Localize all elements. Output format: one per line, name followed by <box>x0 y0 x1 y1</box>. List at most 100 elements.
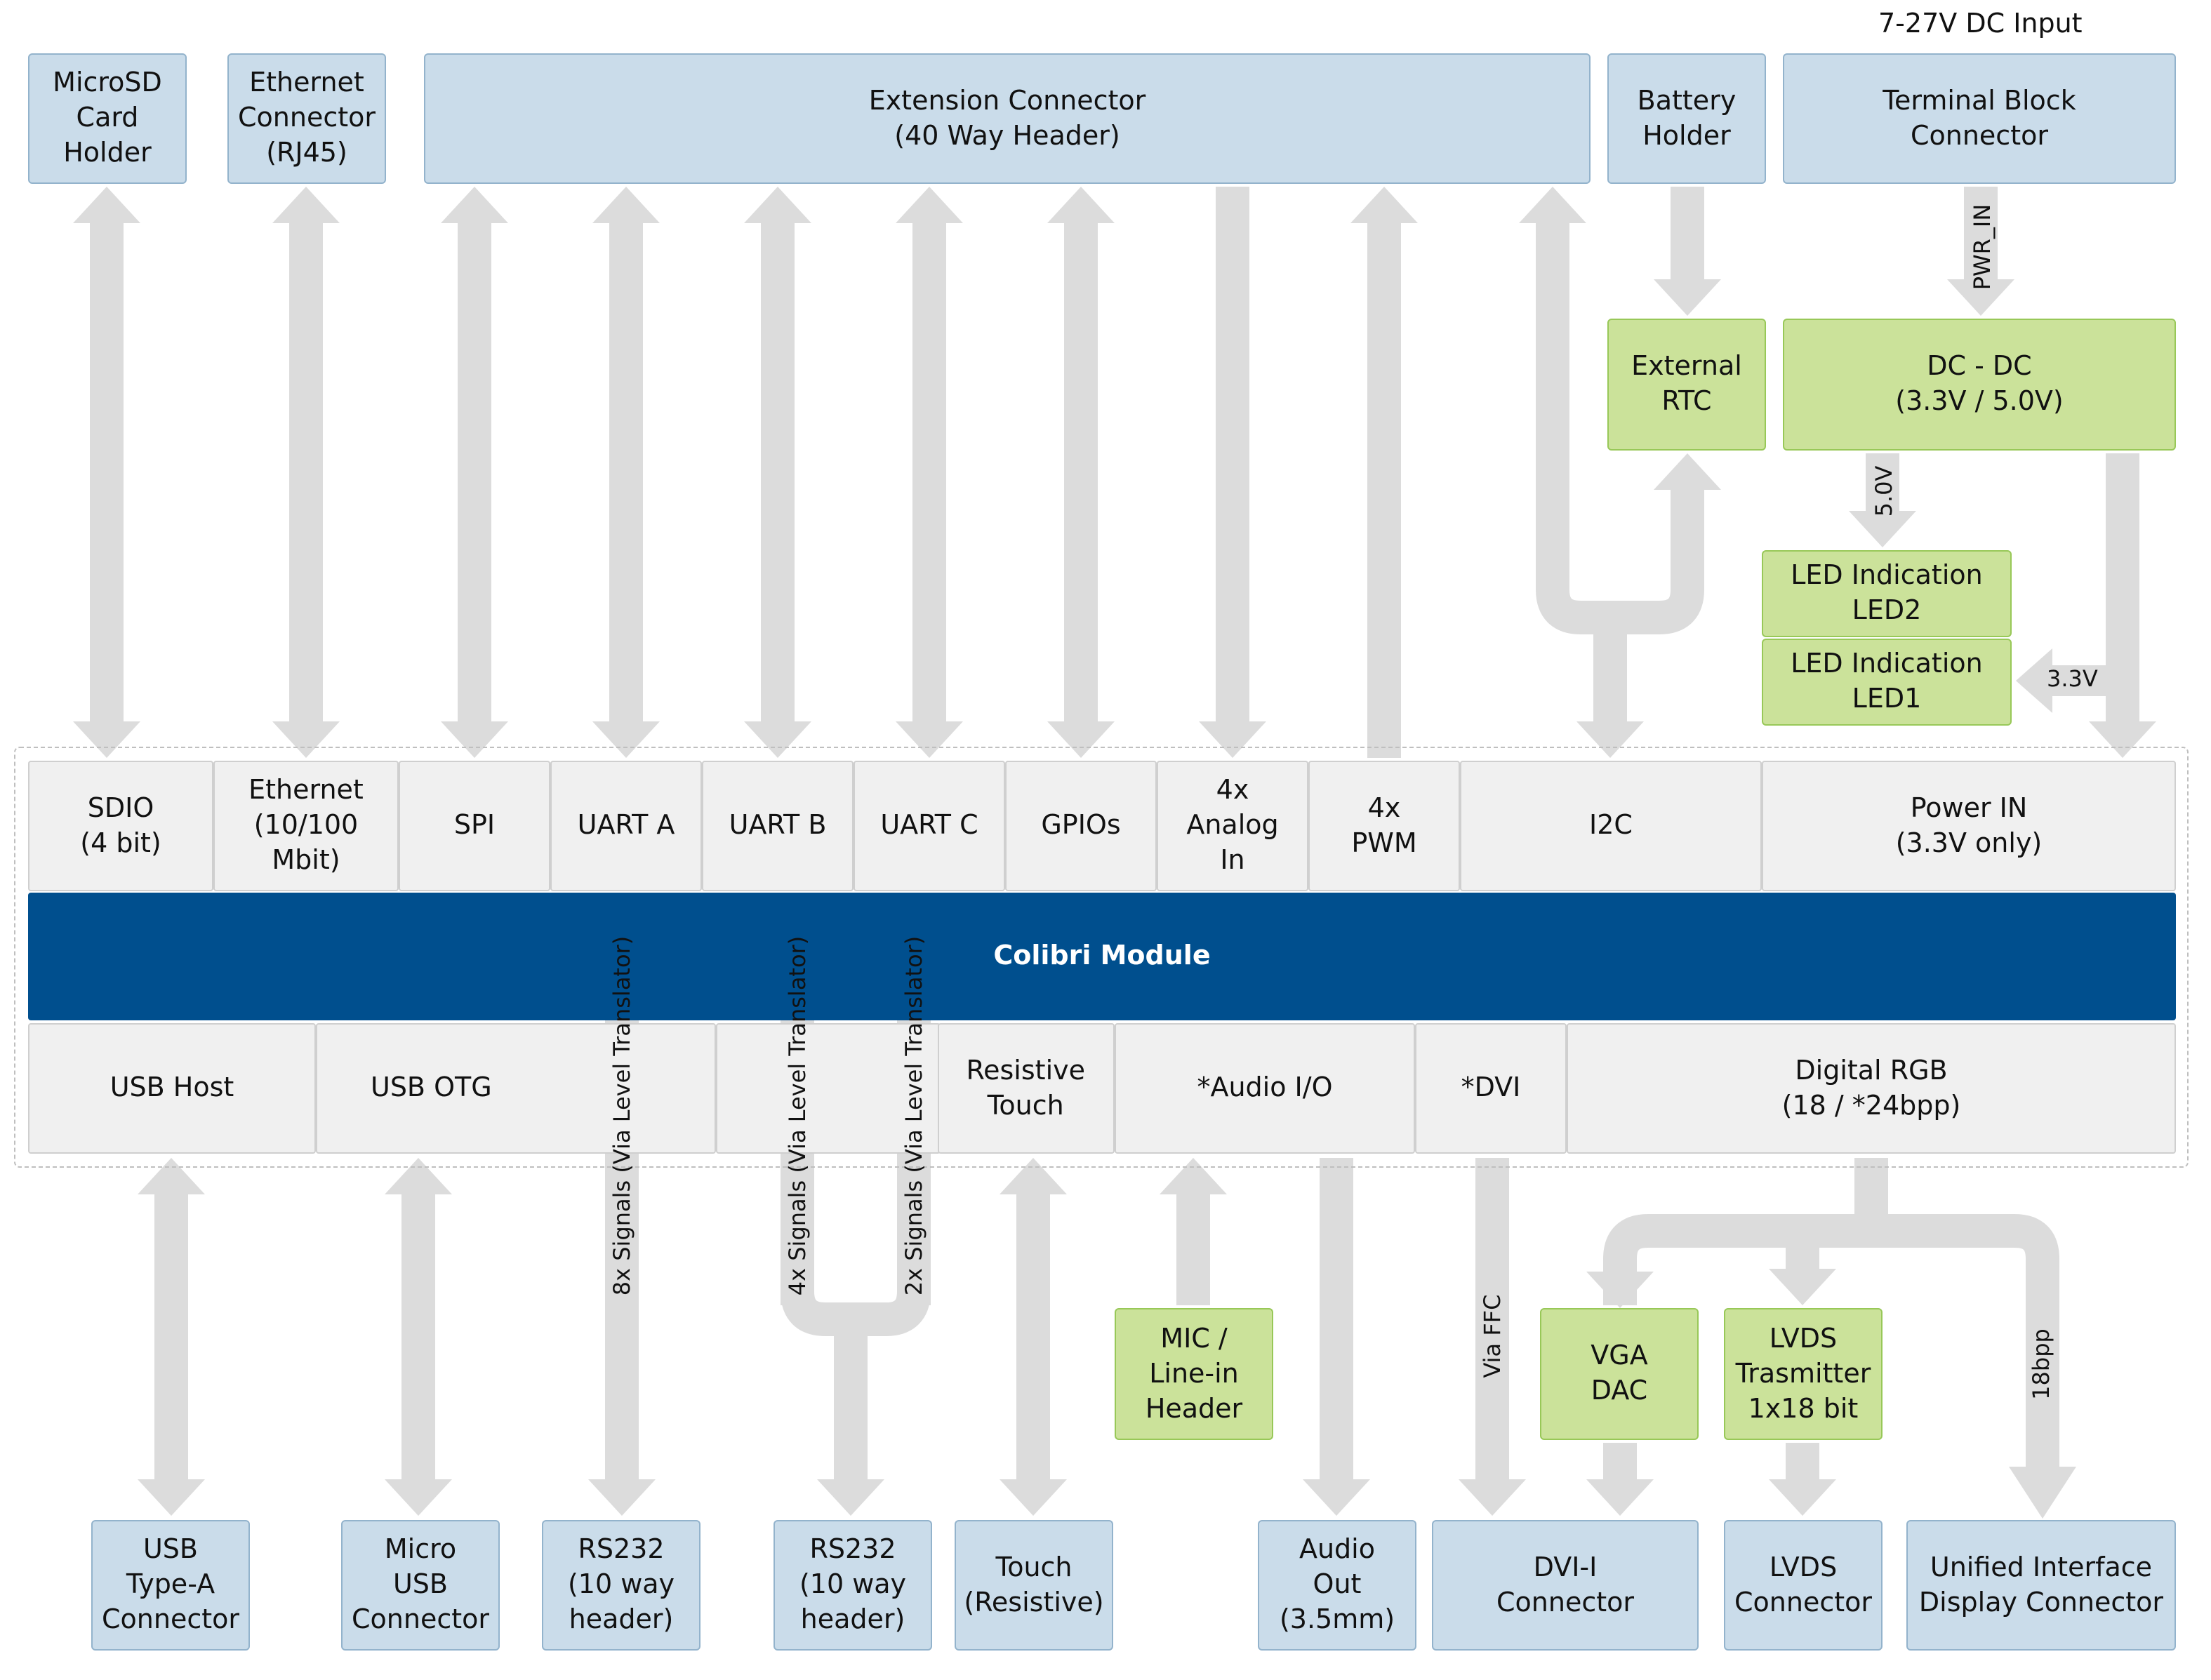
arrow-usb-otg-shaft <box>401 1194 435 1479</box>
arrow-i2c-junction <box>1536 588 1704 634</box>
module-iface-i2c: I2C <box>1460 761 1762 891</box>
arrow-i2c-rtc-shaft <box>1671 490 1704 589</box>
arrow-battery-head-down <box>1654 279 1721 316</box>
arrow-rgb-lvds-shaft <box>1786 1231 1819 1269</box>
led-indication-led1: LED Indication LED1 <box>1762 639 2012 726</box>
arrow-vga-dvi-shaft <box>1603 1443 1637 1479</box>
rs232-header-b: RS232 (10 way header) <box>773 1520 932 1651</box>
dc-input-label: 7-27V DC Input <box>1878 8 2083 39</box>
arrow-ethernet-head-up <box>272 187 340 223</box>
arrow-gpios-head-down <box>1047 721 1115 758</box>
arrow-sdio-shaft <box>90 223 124 721</box>
arrow-spi-head-up <box>441 187 508 223</box>
arrow-rgb-bus <box>1603 1214 2059 1467</box>
external-rtc: External RTC <box>1607 319 1766 451</box>
lvds-connector: LVDS Connector <box>1724 1520 1883 1651</box>
arrow-touch-head-up <box>1000 1158 1067 1194</box>
module-iface-digital-rgb: Digital RGB (18 / *24bpp) <box>1567 1023 2176 1154</box>
arrow-rgb-lvds-head-down <box>1769 1269 1836 1305</box>
arrow-pwm-head-up <box>1350 187 1418 223</box>
arrow-sdio-head-down <box>73 721 140 758</box>
module-iface-pwm: 4x PWM <box>1308 761 1460 891</box>
module-iface-audio-io: *Audio I/O <box>1115 1023 1415 1154</box>
arrow-analog-in-head-down <box>1199 721 1266 758</box>
module-iface-dvi: *DVI <box>1415 1023 1567 1154</box>
dvi-i-connector: DVI-I Connector <box>1432 1520 1699 1651</box>
module-iface-resistive-touch: Resistive Touch <box>938 1023 1115 1154</box>
arrow-3v3-head-down <box>2089 721 2156 758</box>
arrow-pwr-in-head-down <box>1947 279 2014 316</box>
uart-c-signal-label: 2x Signals (Via Level Translator) <box>901 935 927 1296</box>
arrow-audio-out-head-down <box>1303 1479 1370 1516</box>
mic-line-in-header: MIC / Line-in Header <box>1115 1308 1273 1440</box>
arrow-dvi-shaft <box>1475 1158 1509 1479</box>
arrow-led1-head <box>2016 648 2052 713</box>
arrow-audio-out-shaft <box>1320 1158 1353 1479</box>
module-iface-blank <box>716 1023 941 1154</box>
unified-interface-display-connector: Unified Interface Display Connector <box>1906 1520 2176 1651</box>
arrow-ethernet-shaft <box>289 223 323 721</box>
arrow-vga-dvi-head-down <box>1586 1479 1654 1516</box>
arrow-gpios-head-up <box>1047 187 1115 223</box>
arrow-uart-c-head-up <box>896 187 963 223</box>
arrow-i2c-module-head-down <box>1576 721 1644 758</box>
module-iface-uart-b: UART B <box>702 761 854 891</box>
18bpp-label: 18bpp <box>2028 1328 2054 1400</box>
module-iface-power-in: Power IN (3.3V only) <box>1762 761 2176 891</box>
lvds-transmitter: LVDS Trasmitter 1x18 bit <box>1724 1308 1883 1440</box>
module-iface-usb-host: USB Host <box>28 1023 316 1154</box>
arrow-usb-host-shaft <box>154 1194 188 1479</box>
arrow-3v3-shaft <box>2106 453 2139 721</box>
usb-type-a-connector: USB Type-A Connector <box>91 1520 250 1651</box>
touch-resistive: Touch (Resistive) <box>955 1520 1113 1651</box>
colibri-module: Colibri Module <box>28 893 2176 1020</box>
5v-label: 5.0V <box>1871 465 1897 517</box>
arrow-gpios-shaft <box>1064 223 1098 721</box>
arrow-rs232-a-head-down <box>588 1479 656 1516</box>
arrow-spi-head-down <box>441 721 508 758</box>
module-iface-uart-c: UART C <box>854 761 1005 891</box>
arrow-led1-shaft <box>2052 665 2106 696</box>
arrow-dvi-head-down <box>1459 1479 1526 1516</box>
led-indication-led2: LED Indication LED2 <box>1762 550 2012 637</box>
uart-b-signal-label: 4x Signals (Via Level Translator) <box>784 935 811 1296</box>
arrow-lvds-conn-head-down <box>1769 1479 1836 1516</box>
via-ffc-label: Via FFC <box>1479 1294 1506 1378</box>
arrow-uart-b-head-up <box>744 187 811 223</box>
arrow-5v-shaft <box>1866 453 1899 511</box>
uart-a-signal-label: 8x Signals (Via Level Translator) <box>609 935 635 1296</box>
arrow-rs232-a-shaft <box>605 929 639 1479</box>
arrow-usb-host-head-up <box>138 1158 205 1194</box>
arrow-i2c-ext-head-up <box>1519 187 1586 223</box>
module-outline <box>14 747 2189 1168</box>
arrow-i2c-ext-shaft <box>1536 223 1569 589</box>
arrow-spi-shaft <box>458 223 491 721</box>
arrow-uart-a-shaft <box>609 223 643 721</box>
micro-usb-connector: Micro USB Connector <box>341 1520 500 1651</box>
arrow-5v-head-down <box>1849 511 1916 547</box>
arrow-mic-shaft <box>1176 1194 1210 1305</box>
arrow-uart-c-head-down <box>896 721 963 758</box>
arrow-i2c-module-shaft <box>1593 618 1627 721</box>
audio-out: Audio Out (3.5mm) <box>1258 1520 1416 1651</box>
arrow-touch-shaft <box>1016 1194 1050 1479</box>
arrow-rs232-b-shaft <box>834 1319 868 1479</box>
arrow-rgb-unified-head <box>2009 1467 2076 1519</box>
arrow-uart-c-shaft <box>912 223 946 721</box>
vga-dac: VGA DAC <box>1540 1308 1699 1440</box>
module-iface-analog-in: 4x Analog In <box>1157 761 1308 891</box>
terminal-block-connector: Terminal Block Connector <box>1783 53 2176 184</box>
arrow-uart-b-head-down <box>744 721 811 758</box>
module-iface-uart-a: UART A <box>550 761 702 891</box>
arrow-i2c-rtc-head-up <box>1654 453 1721 490</box>
rs232-header-a: RS232 (10 way header) <box>542 1520 701 1651</box>
battery-holder: Battery Holder <box>1607 53 1766 184</box>
arrow-uart-b-shaft <box>761 223 795 721</box>
arrow-rs232-b-head-down <box>817 1479 884 1516</box>
arrow-uart-bc-junction <box>781 1290 931 1336</box>
arrow-usb-host-head-down <box>138 1479 205 1516</box>
module-iface-spi: SPI <box>399 761 550 891</box>
arrow-pwr-in-shaft <box>1964 187 1998 279</box>
